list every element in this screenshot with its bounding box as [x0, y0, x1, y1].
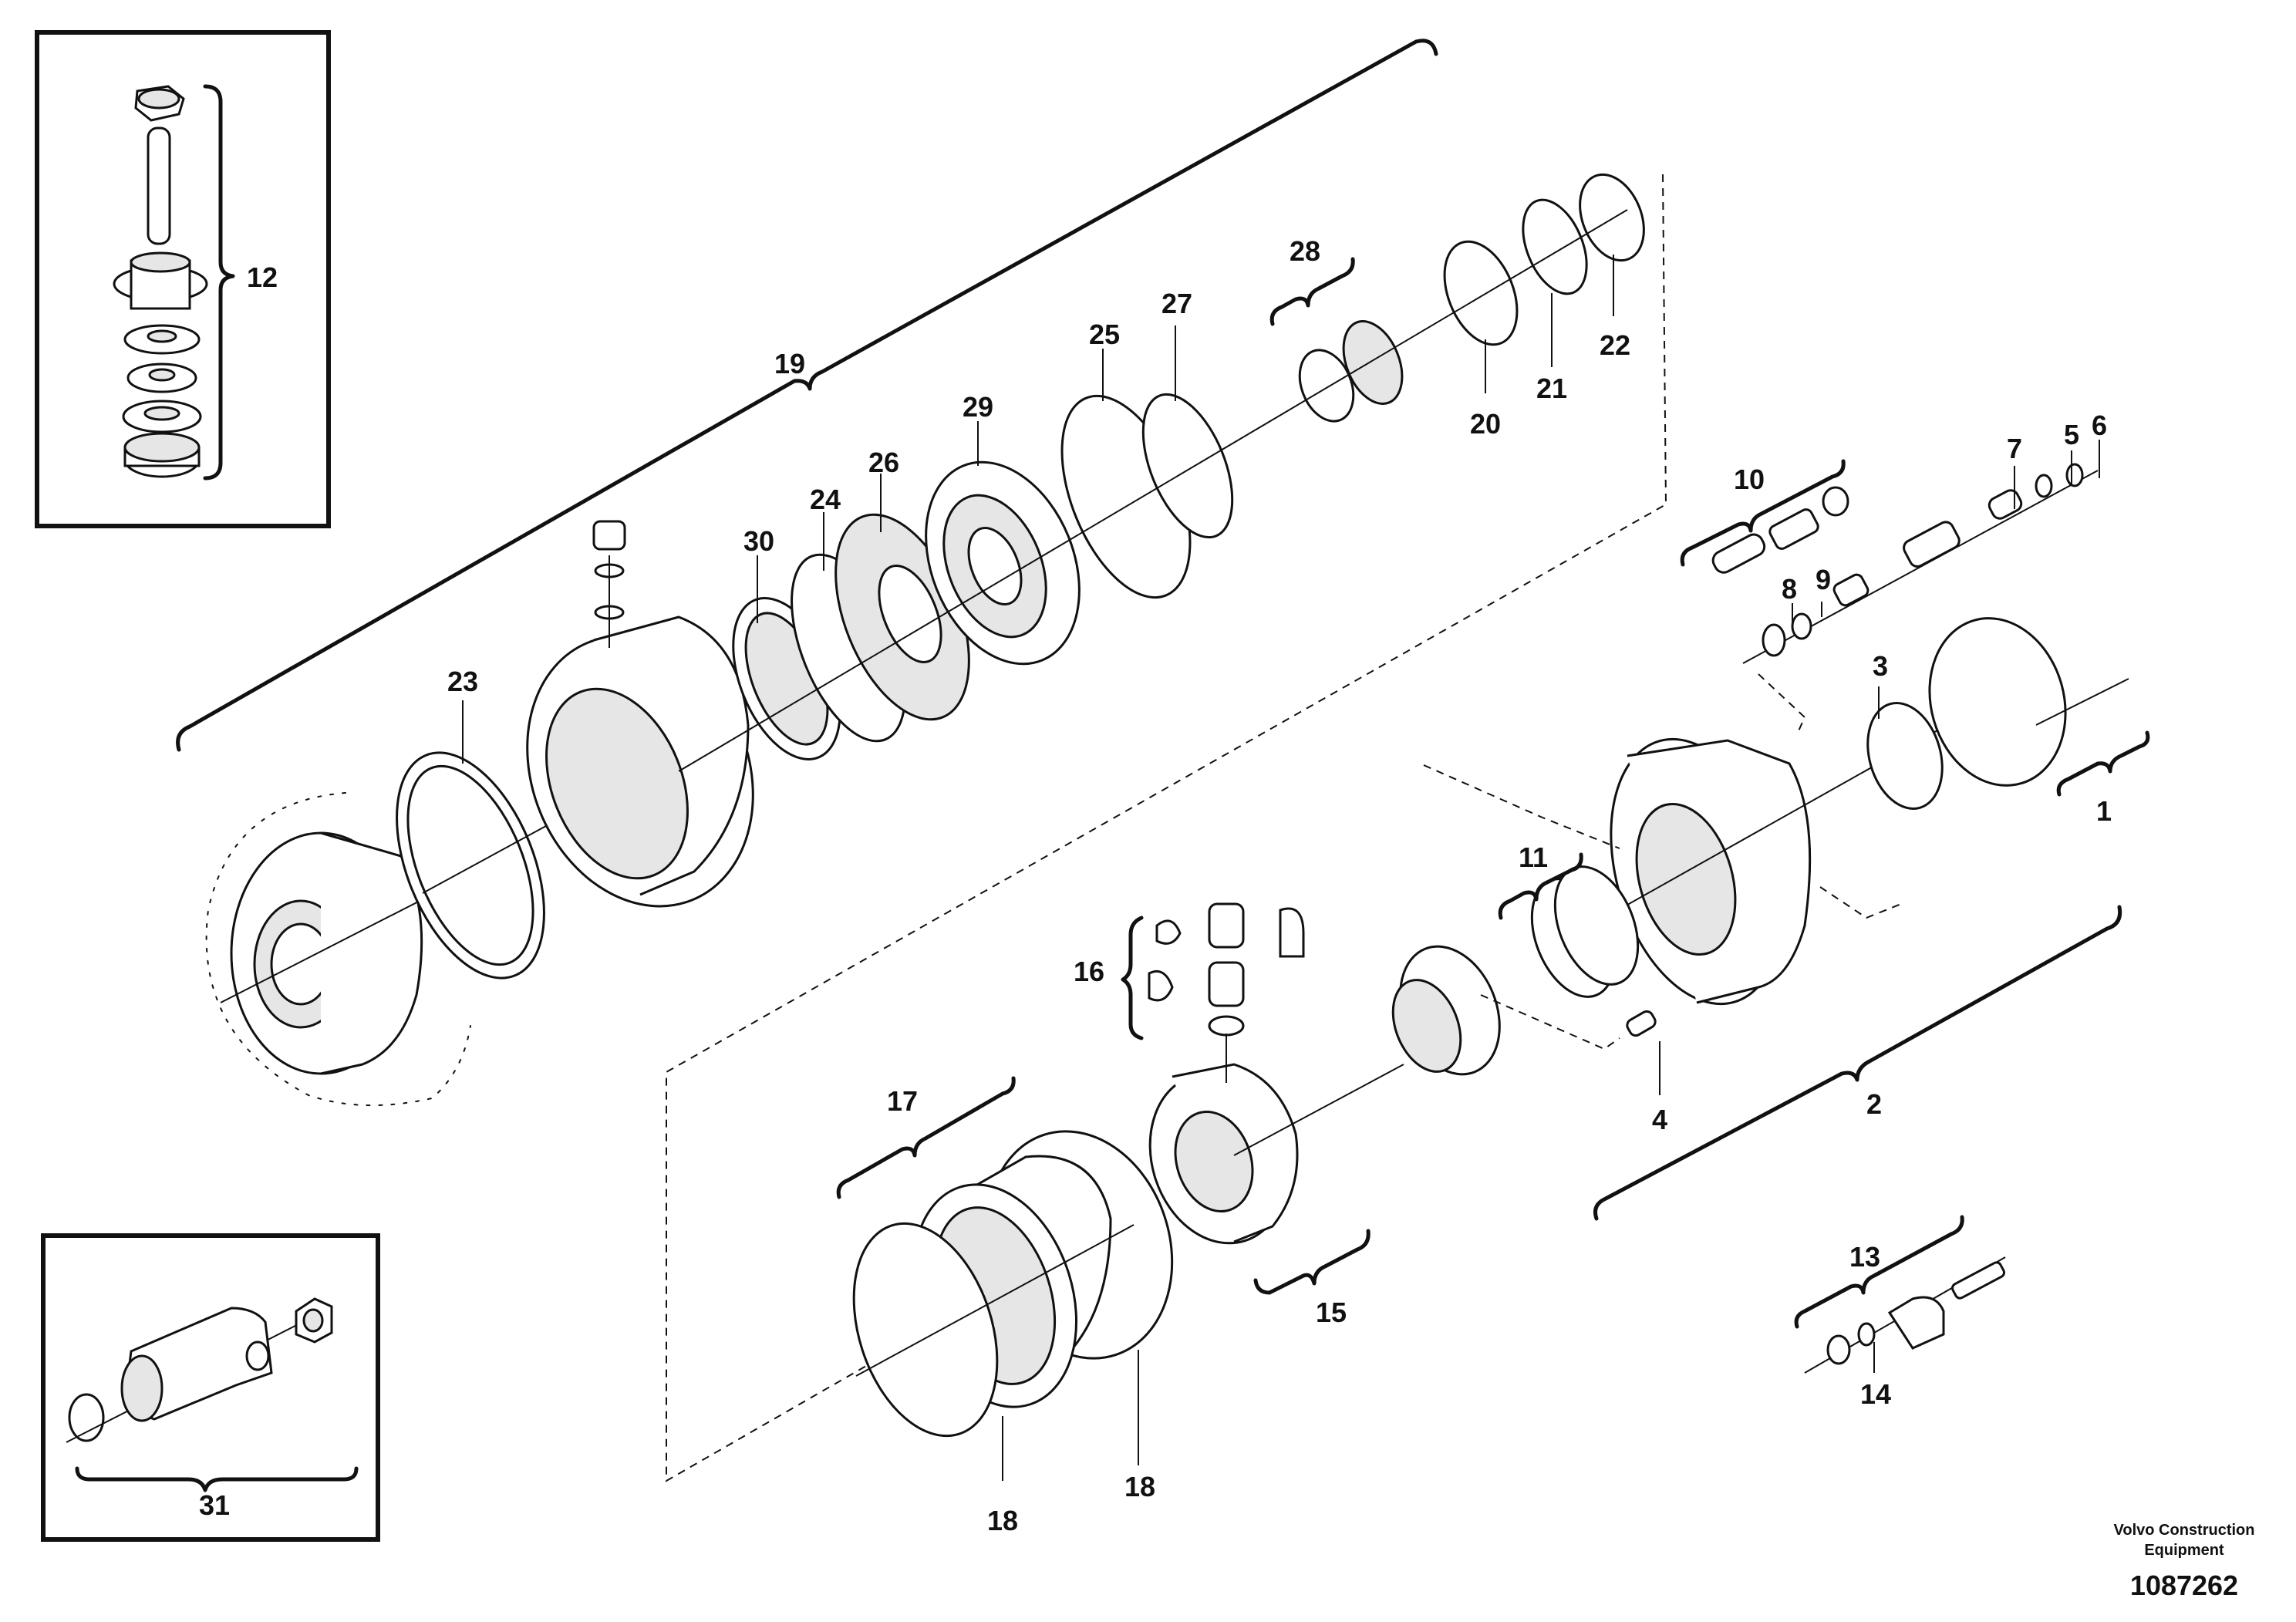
- callout-8: 8: [1782, 573, 1797, 605]
- callout-6: 6: [2092, 410, 2107, 441]
- callout-31: 31: [199, 1489, 230, 1521]
- callout-29: 29: [963, 391, 993, 423]
- callout-26: 26: [868, 447, 899, 478]
- ring-22: [1579, 173, 1645, 262]
- bracket-1: [2056, 730, 2150, 797]
- callout-12: 12: [247, 261, 278, 293]
- bracket-2: [1593, 905, 2122, 1221]
- callout-23: 23: [447, 666, 478, 697]
- bracket-28: [1269, 257, 1355, 326]
- callout-19: 19: [774, 348, 805, 379]
- callout-14: 14: [1860, 1378, 1891, 1410]
- oring-3: [1866, 702, 1944, 810]
- cover-1: [1928, 617, 2067, 787]
- bearing-15: [1148, 1063, 1404, 1245]
- callout-5: 5: [2064, 419, 2079, 450]
- callout-30: 30: [743, 525, 774, 557]
- callout-3: 3: [1873, 650, 1888, 682]
- inset-box-31: [41, 1233, 380, 1542]
- footer: Volvo Construction Equipment 1087262: [2114, 1522, 2255, 1601]
- callout-7: 7: [2007, 433, 2022, 464]
- housing-19: [526, 520, 754, 908]
- motor-housing-2: [1603, 709, 1975, 1006]
- bracket-10: [1680, 459, 1846, 567]
- callout-4: 4: [1652, 1104, 1667, 1135]
- ring-21: [1522, 198, 1588, 295]
- ring-27: [1141, 393, 1234, 539]
- callout-16: 16: [1074, 956, 1104, 987]
- bracket-11: [1498, 852, 1583, 920]
- callout-21: 21: [1536, 373, 1567, 404]
- bracket-17: [836, 1076, 1016, 1199]
- callout-11: 11: [1519, 841, 1548, 873]
- inset-box-12: [35, 30, 331, 528]
- callout-18a: 18: [1124, 1471, 1155, 1502]
- callout-20: 20: [1470, 408, 1501, 440]
- callout-28: 28: [1290, 235, 1320, 267]
- parts-17-18: [852, 1130, 1174, 1438]
- callout-17: 17: [887, 1085, 918, 1117]
- valve-assembly: [1711, 463, 2099, 664]
- callout-18b: 18: [987, 1505, 1018, 1536]
- callout-24: 24: [810, 484, 841, 515]
- leader-lines: [462, 255, 2100, 1481]
- brand-line-1: Volvo Construction: [2114, 1522, 2255, 1539]
- ring-20: [1443, 240, 1519, 346]
- parts-16: [1121, 902, 1305, 1083]
- callout-15: 15: [1316, 1297, 1347, 1328]
- parts-13-14: [1794, 1215, 2006, 1374]
- callout-10: 10: [1734, 464, 1765, 495]
- spring-4: [1626, 1010, 1657, 1037]
- brand-line-2: Equipment: [2144, 1542, 2224, 1559]
- callout-9: 9: [1816, 564, 1831, 595]
- callout-13: 13: [1849, 1241, 1880, 1273]
- hub-assembly: [205, 792, 471, 1107]
- callout-2: 2: [1866, 1088, 1882, 1120]
- bracket-19: [176, 39, 1438, 752]
- callout-25: 25: [1089, 319, 1120, 350]
- callout-27: 27: [1161, 288, 1192, 319]
- document-number: 1087262: [2130, 1570, 2238, 1601]
- bracket-15: [1253, 1229, 1371, 1295]
- callout-22: 22: [1600, 329, 1630, 361]
- callout-labels: 1 2 3 4 5 6 7 8 9 10 11 12 13 14 15 16 1…: [199, 235, 2112, 1536]
- callout-1: 1: [2096, 795, 2112, 827]
